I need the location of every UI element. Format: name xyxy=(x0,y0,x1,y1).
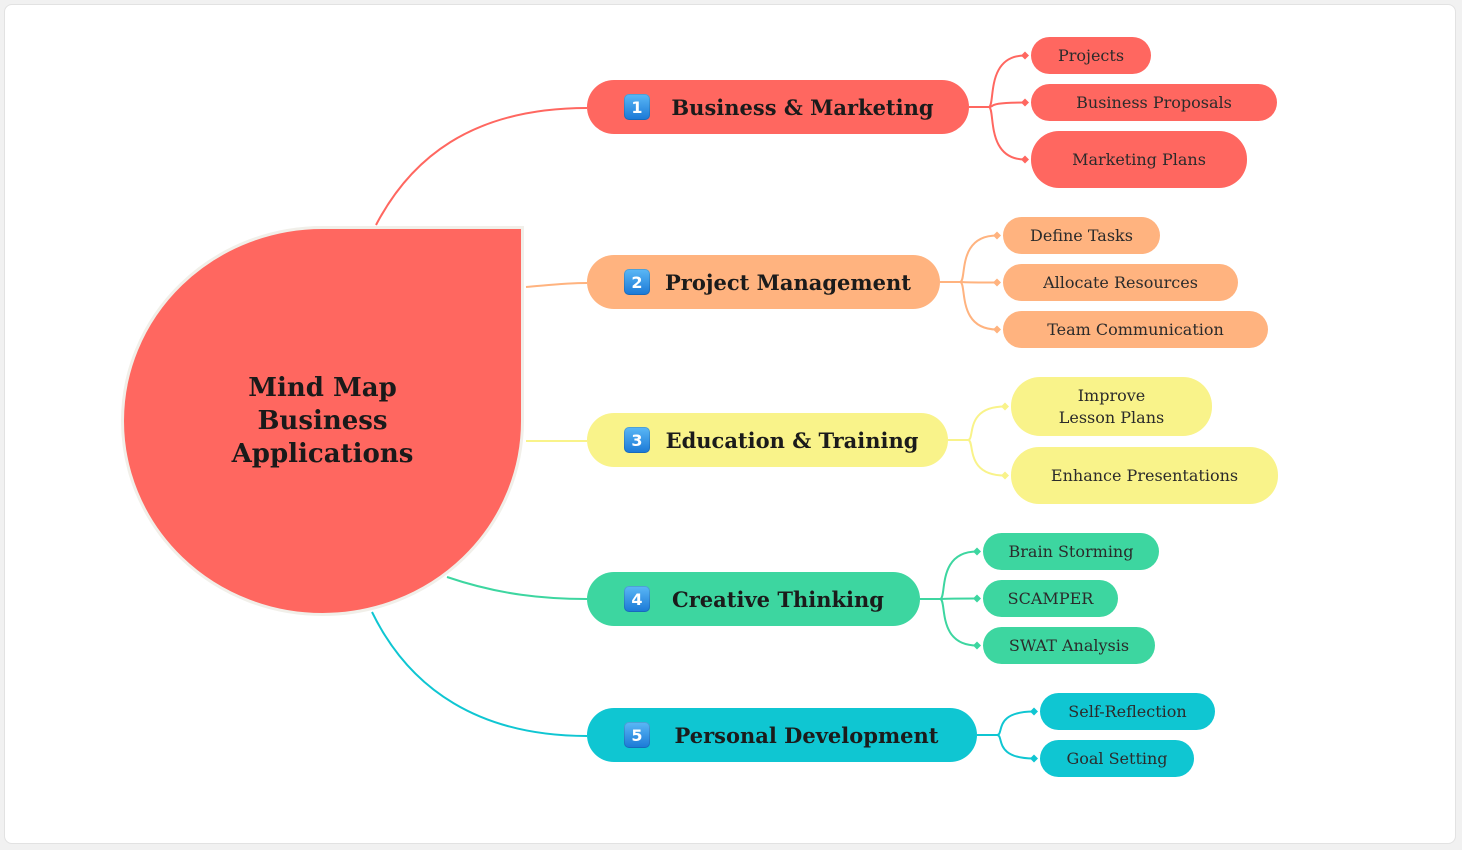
branch-creative-thinking[interactable]: 4 Creative Thinking xyxy=(587,572,920,626)
connector-diamond-marker xyxy=(993,231,1001,240)
connector-diamond-marker xyxy=(1001,402,1009,411)
leaf-allocate-resources[interactable]: Allocate Resources xyxy=(1003,264,1238,301)
number-badge-4: 4 xyxy=(624,586,650,612)
main-connector-1 xyxy=(375,107,588,226)
leaf-enhance-presentations[interactable]: Enhance Presentations xyxy=(1011,447,1278,504)
leaf-swat-analysis[interactable]: SWAT Analysis xyxy=(983,627,1155,664)
leaf-business-proposals[interactable]: Business Proposals xyxy=(1031,84,1277,121)
leaf-connector xyxy=(977,710,1035,736)
leaf-connector xyxy=(940,281,998,331)
number-badge-2: 2 xyxy=(624,269,650,295)
leaf-projects[interactable]: Projects xyxy=(1031,37,1151,74)
leaf-team-communication[interactable]: Team Communication xyxy=(1003,311,1268,348)
leaf-connector xyxy=(920,550,978,600)
main-connector-5 xyxy=(371,611,588,737)
connector-diamond-marker xyxy=(1021,155,1029,164)
branch-label: Education & Training xyxy=(665,427,919,453)
number-badge-5: 5 xyxy=(624,722,650,748)
leaf-improve-lesson-plans[interactable]: Improve Lesson Plans xyxy=(1011,377,1212,436)
branch-education-training[interactable]: 3 Education & Training xyxy=(587,413,948,467)
leaf-connector xyxy=(969,54,1026,108)
connector-diamond-marker xyxy=(1001,471,1009,480)
leaf-connector xyxy=(977,734,1035,760)
branch-business-marketing[interactable]: 1 Business & Marketing xyxy=(587,80,969,134)
connector-diamond-marker xyxy=(1030,707,1038,716)
branch-personal-development[interactable]: 5 Personal Development xyxy=(587,708,977,762)
main-connector-2 xyxy=(525,282,588,288)
branch-label: Personal Development xyxy=(674,722,939,748)
main-connector-4 xyxy=(446,576,588,600)
central-topic-line-1: Mind Map xyxy=(248,372,397,403)
leaf-self-reflection[interactable]: Self-Reflection xyxy=(1040,693,1215,730)
branch-project-management[interactable]: 2 Project Management xyxy=(587,255,940,309)
connector-diamond-marker xyxy=(1021,98,1029,107)
leaf-connector xyxy=(948,439,1006,477)
branch-label: Project Management xyxy=(665,269,911,295)
branch-label: Creative Thinking xyxy=(672,586,884,612)
number-badge-1: 1 xyxy=(624,94,650,120)
leaf-connector xyxy=(920,598,978,647)
leaf-connector xyxy=(940,234,998,283)
connector-diamond-marker xyxy=(973,594,981,603)
connector-diamond-marker xyxy=(993,325,1001,334)
leaf-marketing-plans[interactable]: Marketing Plans xyxy=(1031,131,1247,188)
connector-diamond-marker xyxy=(1021,51,1029,60)
central-topic-node[interactable] xyxy=(121,226,524,616)
number-badge-3: 3 xyxy=(624,427,650,453)
central-topic-title: Mind Map Business Applications xyxy=(121,226,524,616)
connector-diamond-marker xyxy=(993,278,1001,287)
leaf-scamper[interactable]: SCAMPER xyxy=(983,580,1118,617)
connector-diamond-marker xyxy=(1030,754,1038,763)
connector-diamond-marker xyxy=(973,641,981,650)
leaf-connector xyxy=(948,405,1006,441)
leaf-brain-storming[interactable]: Brain Storming xyxy=(983,533,1159,570)
branch-label: Business & Marketing xyxy=(671,94,934,120)
connector-diamond-marker xyxy=(973,547,981,556)
leaf-goal-setting[interactable]: Goal Setting xyxy=(1040,740,1194,777)
leaf-define-tasks[interactable]: Define Tasks xyxy=(1003,217,1160,254)
central-topic-line-3: Applications xyxy=(231,438,414,469)
central-topic-line-2: Business xyxy=(257,405,388,436)
leaf-connector xyxy=(969,106,1026,161)
